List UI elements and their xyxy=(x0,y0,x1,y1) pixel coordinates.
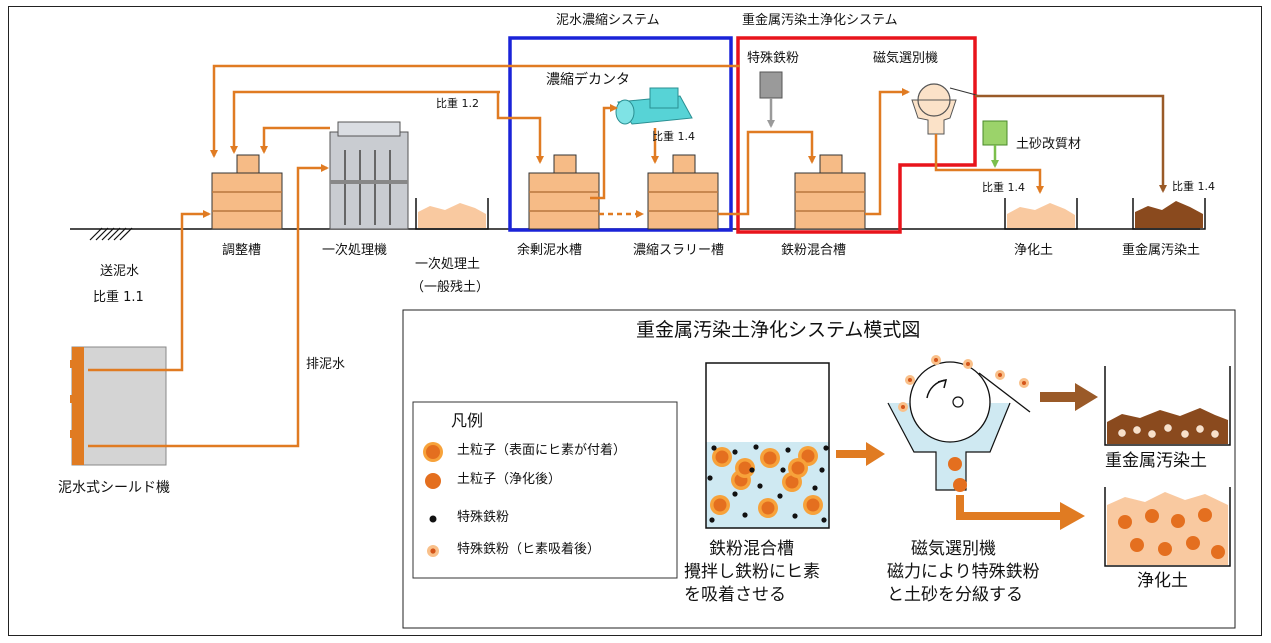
primary-processor-label: 一次処理機 xyxy=(322,243,388,258)
legend-item-arsenic-particle: 土粒子（表面にヒ素が付着） xyxy=(457,443,627,458)
surplus-tank-label: 余剰泥水槽 xyxy=(517,243,583,258)
slurry-tank-icon xyxy=(647,154,719,230)
contaminated-soil-pit-icon xyxy=(1132,198,1206,230)
separator-title: 磁気選別機 xyxy=(911,539,996,559)
schematic-separator-icon xyxy=(887,361,1031,492)
mix-tank-desc-2: を吸着させる xyxy=(684,585,786,605)
legend-item-iron: 特殊鉄粉 xyxy=(457,510,510,525)
separator-desc-1: 磁力により特殊鉄粉 xyxy=(887,562,1040,582)
magnetic-separator-icon xyxy=(911,83,981,135)
sg-1-4-contaminated-label: 比重 1.4 xyxy=(1172,180,1215,193)
iron-mix-tank-icon xyxy=(794,154,866,230)
arrow-mix-to-separator-icon xyxy=(836,442,885,466)
contaminated-soil-label: 重金属汚染土 xyxy=(1122,243,1201,258)
decanter-label: 濃縮デカンタ xyxy=(546,72,630,88)
legend-box xyxy=(412,401,678,579)
sg-1-1-label: 比重 1.1 xyxy=(93,290,144,305)
schematic-mix-tank-icon xyxy=(705,362,830,529)
decanter-icon xyxy=(615,87,693,125)
legend-purified-particle-icon xyxy=(425,473,441,489)
discharge-label: 排泥水 xyxy=(306,357,346,372)
send-mud-label: 送泥水 xyxy=(100,264,140,279)
special-iron-label: 特殊鉄粉 xyxy=(747,51,800,66)
mix-tank-title: 鉄粉混合槽 xyxy=(709,539,794,559)
out-contaminated-label: 重金属汚染土 xyxy=(1105,451,1207,471)
contaminated-flow-line xyxy=(975,94,1167,193)
purification-system-box xyxy=(736,36,977,234)
legend-title: 凡例 xyxy=(451,411,484,430)
primary-soil-label: 一次処理土 xyxy=(415,257,481,272)
out-purified-label: 浄化土 xyxy=(1137,571,1188,591)
slurry-tank-label: 濃縮スラリー槽 xyxy=(633,243,725,258)
legend-iron-icon xyxy=(429,515,437,523)
sg-1-4-decanter-label: 比重 1.4 xyxy=(652,130,695,143)
mix-tank-desc-1: 攪拌し鉄粉にヒ素 xyxy=(684,562,820,582)
diagram-frame xyxy=(8,6,1262,636)
primary-soil-pit-icon xyxy=(415,198,489,230)
arrow-to-purified-icon xyxy=(956,495,1085,530)
purification-system-label: 重金属汚染土浄化システム xyxy=(742,13,898,28)
purified-soil-label: 浄化土 xyxy=(1014,243,1054,258)
soil-improver-label: 土砂改質材 xyxy=(1016,137,1082,152)
shield-machine-icon xyxy=(70,346,167,466)
sg-1-4-purified-label: 比重 1.4 xyxy=(982,181,1025,194)
soil-improver-box-icon xyxy=(982,120,1008,146)
magnetic-separator-label: 磁気選別機 xyxy=(873,51,939,66)
iron-mix-tank-label: 鉄粉混合槽 xyxy=(781,243,847,258)
adjust-tank-label: 調整槽 xyxy=(222,243,262,258)
concentration-system-label: 泥水濃縮システム xyxy=(556,13,660,28)
purified-soil-pit-icon xyxy=(1004,198,1078,230)
adjust-tank-icon xyxy=(211,154,283,230)
schematic-purified-bin-icon xyxy=(1104,487,1231,567)
sg-1-2-label: 比重 1.2 xyxy=(436,97,479,110)
legend-item-iron-adsorbed: 特殊鉄粉（ヒ素吸着後） xyxy=(457,542,601,557)
primary-soil-note: （一般残土） xyxy=(411,280,490,295)
arrow-to-contaminated-icon xyxy=(1040,383,1098,411)
adsorbed-iron-particles-icon xyxy=(898,355,1029,412)
separator-desc-2: と土砂を分級する xyxy=(887,585,1023,605)
legend-item-purified-particle: 土粒子（浄化後） xyxy=(457,472,562,487)
schematic-contaminated-bin-icon xyxy=(1104,366,1231,446)
schematic-title: 重金属汚染土浄化システム模式図 xyxy=(636,319,921,341)
primary-processor-icon xyxy=(329,121,409,230)
flow-lines xyxy=(88,64,1044,448)
surplus-tank-icon xyxy=(528,154,600,230)
concentration-system-box xyxy=(508,36,733,232)
shield-machine-label: 泥水式シールド機 xyxy=(58,480,170,496)
special-iron-box-icon xyxy=(759,71,783,99)
